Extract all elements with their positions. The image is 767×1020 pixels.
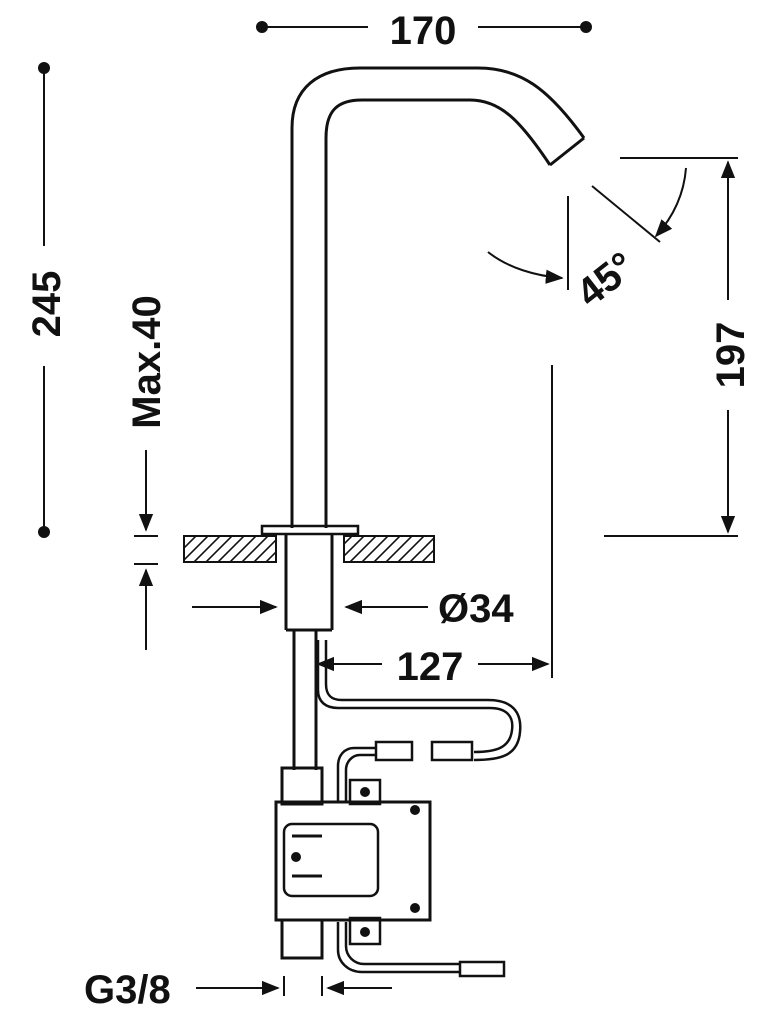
- dimension-thread: G3/8: [84, 968, 392, 1012]
- dimension-height-197: 197: [604, 157, 753, 537]
- valve-coupling-bottom: [280, 918, 324, 960]
- screw-icon: [410, 805, 420, 815]
- dimension-height-245: 245: [25, 62, 69, 538]
- cable-connector-female: [430, 740, 474, 762]
- dimension-label-max-40: Max.40: [125, 295, 169, 428]
- dimension-label-angle: 45°: [569, 244, 644, 316]
- dimension-angle-45: 45°: [487, 167, 687, 316]
- dimension-label-127: 127: [397, 645, 464, 689]
- mounting-bracket-bottom: [348, 916, 382, 946]
- dimension-reach-127: 127: [316, 365, 553, 689]
- cable-upper-outer: [316, 640, 514, 754]
- mounting-bracket-top: [348, 778, 382, 806]
- dimension-label-170: 170: [390, 9, 457, 53]
- sensor-cable: [316, 640, 522, 802]
- dimension-diameter-34: Ø34: [192, 587, 514, 631]
- control-box: [274, 778, 432, 946]
- countertop-left: [183, 535, 277, 563]
- power-cable-line: [344, 922, 460, 966]
- power-plug: [458, 960, 506, 978]
- solenoid-housing: [274, 800, 432, 922]
- spout-nozzle: [549, 136, 585, 167]
- cable-connector-male: [374, 740, 414, 762]
- screw-icon: [360, 927, 370, 937]
- dimension-label-197: 197: [709, 322, 753, 389]
- dimension-max-deck: Max.40: [125, 295, 169, 650]
- housing-label-panel: [282, 822, 380, 898]
- spout-inner-edge: [324, 98, 552, 528]
- angle-arc-arrow: [654, 167, 687, 238]
- power-cable: [336, 922, 506, 978]
- screw-icon: [410, 903, 420, 913]
- screw-icon: [360, 787, 370, 797]
- faucet-spout: [290, 66, 586, 528]
- angle-arc-arrow: [487, 251, 564, 284]
- countertop-right: [343, 535, 435, 563]
- dimension-label-thread: G3/8: [84, 968, 171, 1012]
- spout-outer-edge: [290, 66, 586, 528]
- cable-to-box: [344, 753, 376, 802]
- dimension-label-245: 245: [25, 271, 69, 338]
- cable-to-box: [336, 746, 376, 802]
- countertop-section: [183, 535, 435, 563]
- dimension-label-diameter: Ø34: [438, 587, 514, 631]
- faucet-flange: [260, 524, 360, 536]
- angle-reference-line: [591, 185, 661, 243]
- dimension-width-170: 170: [256, 9, 592, 53]
- valve-coupling-top: [280, 766, 324, 806]
- power-cable-line: [336, 922, 460, 974]
- cable-upper-inner: [324, 640, 522, 762]
- faucet-shank: [284, 534, 334, 770]
- plug-pin-round: [291, 852, 301, 862]
